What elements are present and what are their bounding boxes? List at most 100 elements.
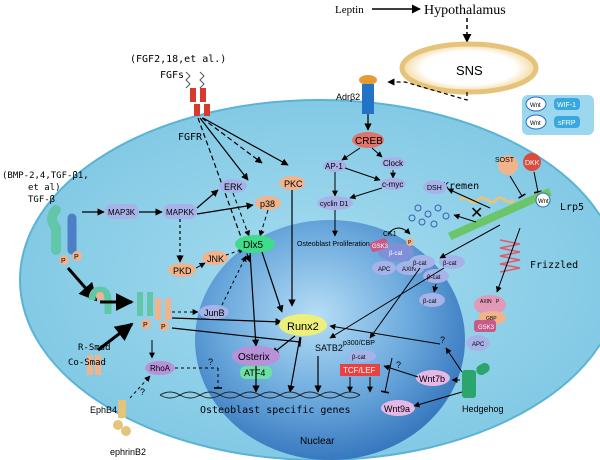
lr-apc-label: APC (472, 342, 485, 348)
dsh-label: DSH (427, 185, 442, 192)
wnt7b-label: Wnt7b (419, 374, 445, 384)
ephb4-rhoa-arrow (129, 375, 151, 399)
tgfb-p-left (59, 255, 69, 265)
rhoa-q: ? (208, 357, 213, 367)
adrb2-receptor (362, 84, 374, 114)
mapkk-erk-arrow (196, 189, 219, 209)
p38-dlx5-arrow (258, 209, 269, 237)
dkk-label: DKK (525, 160, 540, 167)
tcf-bcat-node (348, 350, 376, 362)
fgfr-erk-arrow (199, 117, 249, 181)
cosmad-shape (87, 355, 101, 375)
complex-apc-label: APC (378, 267, 391, 273)
smad-p1: P (143, 322, 148, 329)
wnt9a-node (381, 400, 415, 416)
erk-label: ERK (224, 182, 243, 192)
hedgehog-label: Hedgehog (462, 404, 504, 414)
q-runx2-line (329, 323, 441, 345)
complex-axin-label: AXIN (402, 267, 416, 273)
tcf-bcat-label: β-cat (352, 355, 366, 361)
tgfb-label: TGF-β (28, 195, 55, 205)
runx2-genes-arrow (287, 336, 301, 393)
dlx5-label: Dlx5 (243, 240, 263, 251)
creb-node (352, 132, 384, 148)
ap1-label: AP-1 (325, 162, 343, 171)
mapkk-label: MAPKK (166, 208, 195, 217)
wnt-ligand (535, 192, 551, 208)
cmyc-cyclin-arrow (349, 187, 383, 200)
ck1-label: CK1 (383, 231, 397, 238)
bcat-nucleus-arrow (369, 267, 421, 339)
pkc-label: PKC (284, 179, 303, 189)
p38-node (255, 196, 281, 210)
complex-gsk3-label: GSK3 (372, 244, 389, 250)
creb-ap1-arrow (341, 147, 361, 161)
osterix-node (232, 346, 280, 366)
lrp5-receptor (448, 187, 552, 241)
ephb4-receptor (113, 400, 131, 436)
legend-sfrp: sFRP (558, 120, 576, 127)
ephb4-label: EphB4 (90, 405, 117, 415)
osterix-label: Osterix (238, 352, 270, 363)
erk-dlx5-arrow (232, 192, 250, 237)
tgfb-receptor (47, 205, 77, 255)
complex-p (406, 238, 414, 246)
lr-axin-label: AXIN (480, 299, 492, 305)
cosmad-label: Co-Smad (68, 358, 106, 368)
cyclind1-label: cyclin D1 (320, 201, 349, 208)
jnk-label: JNK (207, 254, 224, 264)
dlx5-osterix-arrow (249, 252, 260, 347)
smad-runx2-arrow (171, 317, 283, 326)
pkd-node (168, 263, 196, 277)
junb-label: JunB (204, 308, 225, 318)
creb-label: CREB (355, 136, 383, 147)
dsh-node (423, 180, 447, 194)
wnt7b-node (416, 370, 450, 386)
osteoblast-genes-label: Osteoblast specific genes (200, 405, 351, 416)
legend-wnt-1: Wnt (530, 103, 541, 109)
dna-helix (159, 391, 361, 399)
fgf-group-label: (FGF2,18,et al.) (130, 54, 226, 65)
bcat-free-1-label: β-cat (413, 261, 427, 267)
creb-clock-arrow (371, 147, 383, 158)
jnk-node (202, 251, 228, 265)
pkd-jnk-arrow (195, 262, 206, 269)
p300cbp-label: p300/CBP (343, 340, 375, 347)
legend-wif1: WIF-1 (557, 102, 576, 109)
fgfr-pkc-arrow (202, 117, 289, 166)
nuclear-label: Nuclear (300, 436, 335, 447)
bcat-free-2-label: β-cat (443, 261, 457, 267)
tgfb-p-right (72, 251, 82, 261)
bcat-down-arrow (432, 283, 439, 293)
legend-wnt-2: Wnt (530, 121, 541, 127)
smad-p2: P (161, 324, 166, 331)
sost-label: SOST (495, 157, 515, 164)
lrp5-axin-arrow (496, 227, 521, 293)
tcflef-node (340, 364, 380, 376)
p38-label: p38 (260, 199, 275, 209)
runx2-node (279, 314, 327, 336)
map3k-node (105, 204, 139, 219)
tgf-group-label-1: (BMP-2,4,TGF-β1, (2, 171, 89, 181)
wnt-inhibitor-legend (522, 95, 594, 135)
ephb4-q: ? (140, 387, 145, 397)
cmyc-label: c-myc (382, 180, 403, 189)
bcat-free-4-label: β-cat (423, 299, 437, 305)
bcat-free-2 (439, 255, 465, 269)
fgfr-p38-arrow (201, 117, 263, 164)
ephrinb2-label: ephrinB2 (110, 447, 146, 457)
rsmad-shape (88, 286, 112, 314)
frizzled-vesicle-arrow (453, 213, 477, 223)
tcf-inhibit (380, 357, 393, 394)
lrp5-bcat-arrow (439, 224, 501, 259)
kremen-cross: ✕ (470, 205, 483, 222)
adrb2-ligand (359, 75, 377, 85)
tcf-q: ? (396, 360, 401, 370)
rsmad-label: R-Smad (78, 343, 111, 353)
pkd-label: PKD (173, 266, 192, 276)
wnt9a-label: Wnt9a (384, 404, 410, 414)
cyclind1-node (317, 196, 353, 210)
kremen-label: Kremen (443, 181, 479, 192)
